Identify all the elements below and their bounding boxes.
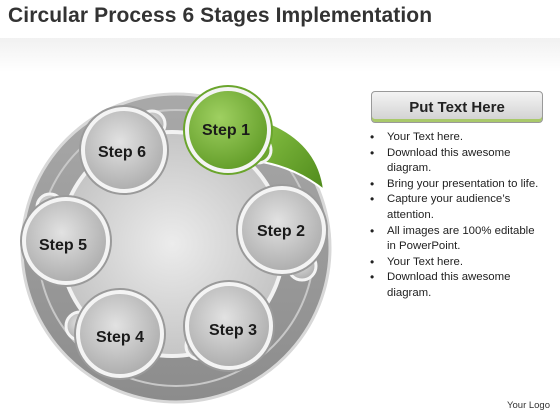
step-2-label: Step 2 — [257, 223, 305, 240]
step-3-circle — [185, 282, 273, 370]
logo-placeholder: Your Logo — [507, 400, 550, 411]
step-3-label: Step 3 — [209, 322, 257, 339]
step-4-node: Step 4 — [64, 288, 166, 380]
step-6-label: Step 6 — [98, 144, 146, 161]
bullet-item: Capture your audience’s attention. — [370, 192, 545, 223]
panel-header-text: Put Text Here — [409, 98, 505, 116]
header-band — [0, 38, 560, 72]
circular-process-diagram: Step 1 Step 2 Step 3 Step 4 Step 5 Step 6 — [20, 85, 332, 404]
step-1-node: Step 1 — [183, 85, 273, 175]
step1-tail — [261, 118, 326, 193]
bullet-item: All images are 100% editable in PowerPoi… — [370, 224, 545, 255]
step-2-node: Step 2 — [236, 184, 328, 282]
step-1-label: Step 1 — [202, 122, 250, 139]
step-5-circle — [22, 197, 110, 285]
bullet-item: Download this awesome diagram. — [370, 146, 545, 177]
step-4-circle — [76, 290, 164, 378]
step-1-circle — [185, 87, 271, 173]
step-5-label: Step 5 — [39, 237, 87, 254]
bullet-list: Your Text here. Download this awesome di… — [370, 130, 545, 302]
bullet-item: Bring your presentation to life. — [370, 177, 545, 193]
bullet-item: Your Text here. — [370, 130, 545, 146]
step-5-node: Step 5 — [20, 192, 112, 287]
panel-header: Put Text Here — [371, 91, 543, 123]
bullet-item: Your Text here. — [370, 255, 545, 271]
step-4-label: Step 4 — [96, 329, 144, 346]
page-title: Circular Process 6 Stages Implementation — [8, 4, 433, 27]
step-6-node: Step 6 — [79, 105, 169, 195]
step-3-node: Step 3 — [183, 280, 275, 372]
bullet-item: Download this awesome diagram. — [370, 270, 545, 301]
step-6-circle — [81, 107, 167, 193]
step-2-circle — [238, 186, 326, 274]
